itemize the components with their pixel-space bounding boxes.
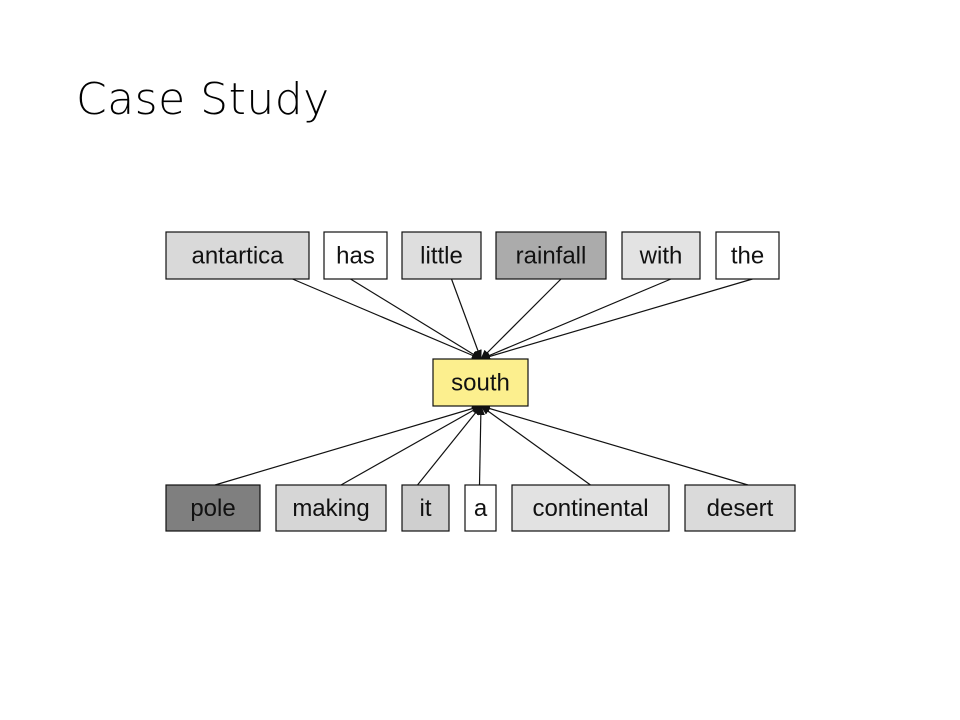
edge-antartica-to-south xyxy=(292,278,482,360)
token-rainfall-box xyxy=(495,231,607,280)
token-pole: pole xyxy=(165,484,261,532)
token-the-box xyxy=(715,231,780,280)
token-with: with xyxy=(621,231,701,280)
token-making: making xyxy=(275,484,387,532)
target-token-south-box xyxy=(432,358,529,407)
token-a-box xyxy=(464,484,497,532)
token-a-label: a xyxy=(474,495,488,522)
token-with-label: with xyxy=(639,243,683,270)
token-the: the xyxy=(715,231,780,280)
token-has-label: has xyxy=(336,243,375,270)
edge-the-to-south xyxy=(480,278,753,361)
token-with-box xyxy=(621,231,701,280)
token-antartica: antartica xyxy=(165,231,310,280)
token-rainfall-label: rainfall xyxy=(516,243,587,270)
token-making-label: making xyxy=(292,495,369,522)
token-making-box xyxy=(275,484,387,532)
edge-it-to-south xyxy=(417,405,482,486)
slide-title: Case Study xyxy=(76,74,330,125)
token-it: it xyxy=(401,484,450,532)
token-antartica-box xyxy=(165,231,310,280)
token-little: little xyxy=(401,231,482,280)
edge-has-to-south xyxy=(350,278,482,360)
edge-a-to-south xyxy=(476,405,485,486)
token-it-label: it xyxy=(420,495,432,522)
token-a: a xyxy=(464,484,497,532)
target-token-south: south xyxy=(432,358,529,407)
edge-desert-to-south xyxy=(480,404,749,486)
token-the-label: the xyxy=(731,243,764,270)
edge-continental-to-south xyxy=(480,405,591,486)
edge-pole-to-south xyxy=(214,404,482,486)
token-desert-box xyxy=(684,484,796,532)
token-continental-label: continental xyxy=(532,495,648,522)
token-continental-box xyxy=(511,484,670,532)
token-continental: continental xyxy=(511,484,670,532)
token-desert-label: desert xyxy=(707,495,774,522)
token-little-box xyxy=(401,231,482,280)
target-token-south-label: south xyxy=(451,370,510,397)
token-it-box xyxy=(401,484,450,532)
token-has: has xyxy=(323,231,388,280)
edge-little-to-south xyxy=(450,278,482,360)
token-has-box xyxy=(323,231,388,280)
token-little-label: little xyxy=(420,243,463,270)
edge-rainfall-to-south xyxy=(480,278,562,360)
token-rainfall: rainfall xyxy=(495,231,607,280)
token-nodes: antartica has little rainfall with the pole mak… xyxy=(165,231,796,532)
edge-making-to-south xyxy=(340,405,482,486)
token-desert: desert xyxy=(684,484,796,532)
token-pole-label: pole xyxy=(190,495,235,522)
token-pole-box xyxy=(165,484,261,532)
edge-with-to-south xyxy=(480,278,672,360)
token-antartica-label: antartica xyxy=(191,243,284,270)
attention-edges xyxy=(214,278,753,486)
